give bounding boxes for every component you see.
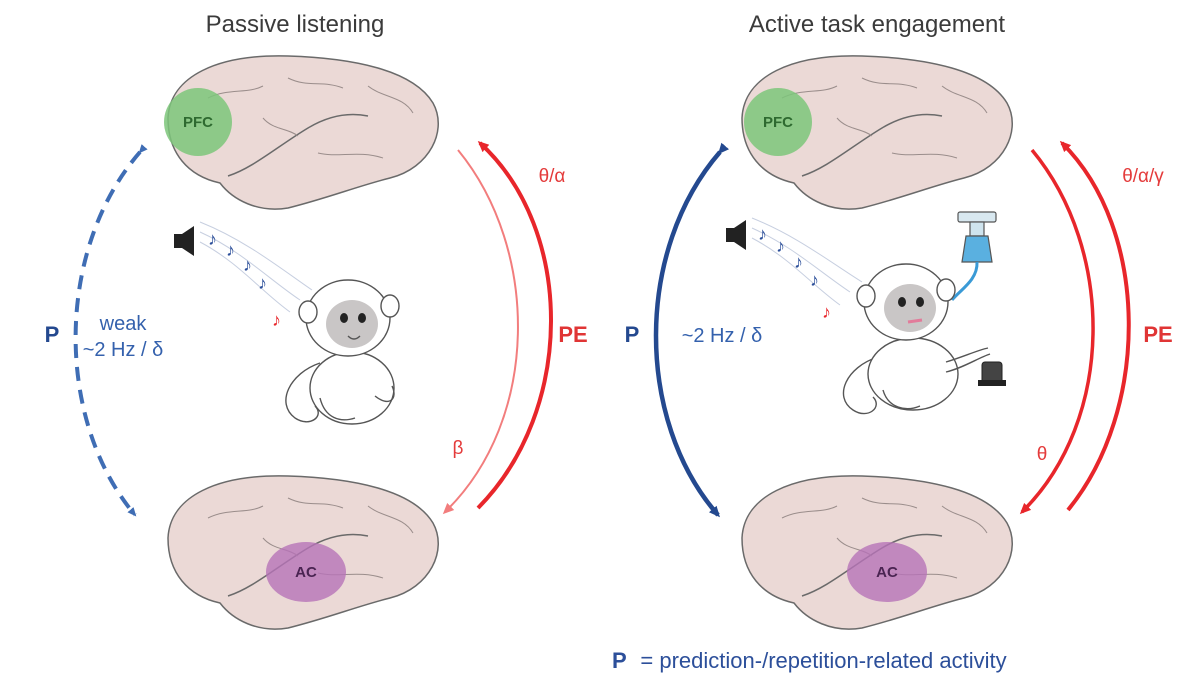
band-theta-alpha: θ/α — [539, 166, 566, 187]
p-band-delta: ~2 Hz / δ — [83, 339, 164, 361]
prediction-arrow-solid — [653, 142, 730, 518]
p-label: P — [625, 322, 640, 347]
music-note-icon: ♪ ♪ ♪ ♪ ♪ — [208, 229, 281, 330]
pfc-label: PFC — [763, 114, 793, 131]
lever-icon — [978, 361, 1006, 386]
ac-region — [266, 542, 346, 602]
svg-text:♪: ♪ — [258, 273, 267, 293]
juice-tube-icon — [950, 211, 997, 301]
svg-text:♪: ♪ — [794, 252, 803, 272]
band-theta-alpha-gamma: θ/α/γ — [1122, 166, 1164, 187]
top-down-arrow — [1019, 148, 1095, 515]
svg-text:♪: ♪ — [226, 240, 235, 260]
panel-title: Passive listening — [206, 11, 385, 38]
legend: P = prediction-/repetition-related activ… — [612, 648, 1007, 673]
monkey-icon — [285, 279, 400, 425]
svg-text:♪: ♪ — [243, 255, 252, 275]
speaker-icon — [726, 220, 746, 250]
svg-text:♪: ♪ — [758, 224, 767, 244]
top-down-arrow-light — [442, 149, 519, 515]
svg-text:♪: ♪ — [272, 310, 281, 330]
active-engagement-panel: Active task engagement PFC AC P ~2 Hz / … — [625, 11, 1173, 630]
sound-stream — [751, 217, 863, 306]
music-note-icon: ♪ ♪ ♪ ♪ ♪ — [758, 224, 831, 322]
speaker-icon — [174, 226, 194, 256]
svg-text:♪: ♪ — [822, 302, 831, 322]
sound-stream — [199, 221, 313, 313]
svg-text:♪: ♪ — [208, 229, 217, 249]
bottom-up-arrow — [1059, 140, 1131, 512]
ac-region — [847, 542, 927, 602]
svg-text:♪: ♪ — [810, 270, 819, 290]
pfc-region — [744, 88, 812, 156]
prediction-arrow-dashed — [73, 144, 148, 517]
svg-text:♪: ♪ — [776, 236, 785, 256]
pfc-region — [164, 88, 232, 156]
p-band-delta: ~2 Hz / δ — [682, 325, 763, 347]
ac-label: AC — [876, 564, 898, 581]
bottom-up-arrow — [476, 140, 553, 510]
panel-title: Active task engagement — [749, 11, 1005, 38]
passive-listening-panel: Passive listening PFC AC P weak ~2 Hz / … — [45, 11, 588, 630]
monkey-icon — [842, 263, 991, 415]
p-label: P — [45, 322, 60, 347]
ac-label: AC — [295, 564, 317, 581]
legend-text: = prediction-/repetition-related activit… — [640, 648, 1006, 673]
p-band-weak: weak — [99, 313, 148, 335]
legend-symbol: P — [612, 648, 626, 673]
pe-label: PE — [1143, 322, 1172, 347]
band-theta: θ — [1037, 444, 1048, 465]
pe-label: PE — [558, 322, 587, 347]
band-beta: β — [453, 438, 464, 459]
pfc-label: PFC — [183, 114, 213, 131]
